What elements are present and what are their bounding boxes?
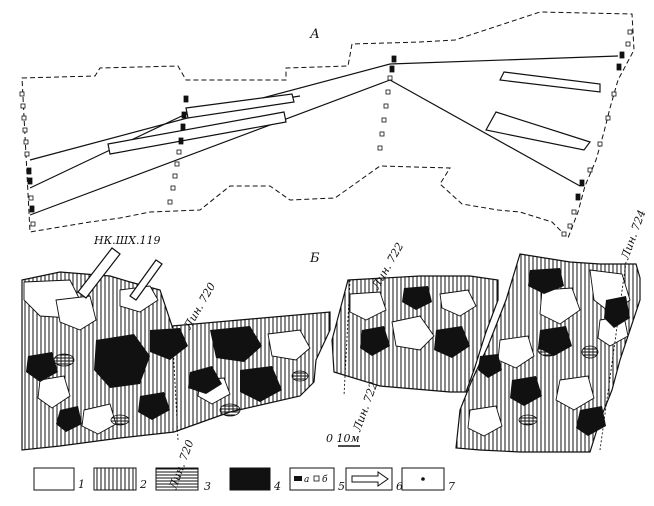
panel-b-hhatch-patches — [53, 290, 599, 426]
scale-bar: 0 10м — [326, 432, 360, 447]
shaft-arrow-icon — [77, 247, 163, 301]
panel-a-outline — [21, 11, 635, 239]
legend-num-3: 3 — [204, 480, 211, 493]
panel-b-block-1 — [21, 271, 331, 451]
panel-a: А — [19, 11, 635, 239]
legend-swatch-3 — [155, 467, 199, 491]
arrow-icon — [351, 471, 389, 487]
panel-a-label: А — [309, 27, 320, 42]
legend: 1 2 3 4 а б 5 6 7 — [33, 467, 455, 493]
marker-a-icon — [294, 476, 302, 481]
legend-num-4: 4 — [273, 480, 281, 493]
scale-label: 0 10м — [326, 432, 360, 445]
legend-swatch-5 — [289, 467, 335, 491]
legend-num-1: 1 — [78, 478, 85, 491]
panel-b: Б — [21, 208, 648, 492]
marker-b-icon — [313, 475, 320, 482]
panel-a-chambers — [107, 71, 601, 155]
legend-sub-b: б — [322, 474, 328, 485]
label-shaft: НК.ШХ.119 — [93, 234, 160, 247]
legend-swatch-2 — [93, 467, 137, 491]
dot-icon — [421, 477, 425, 481]
panel-a-drill-lines — [19, 29, 633, 237]
panel-b-black-patches — [26, 268, 630, 436]
legend-num-7: 7 — [448, 480, 455, 493]
panel-b-label: Б — [309, 251, 320, 266]
legend-sub-a: а — [304, 475, 309, 485]
label-line-724-top: Лин. 724 — [618, 208, 648, 262]
legend-swatch-4 — [229, 467, 271, 491]
legend-num-5: 5 — [338, 480, 345, 493]
legend-num-6: 6 — [396, 480, 403, 493]
panel-b-section-lines — [171, 261, 627, 451]
panel-b-white-patches — [23, 269, 631, 437]
legend-swatch-1 — [33, 467, 75, 491]
label-line-722-bottom: Лин. 722 — [350, 380, 380, 434]
legend-num-2: 2 — [139, 478, 147, 491]
